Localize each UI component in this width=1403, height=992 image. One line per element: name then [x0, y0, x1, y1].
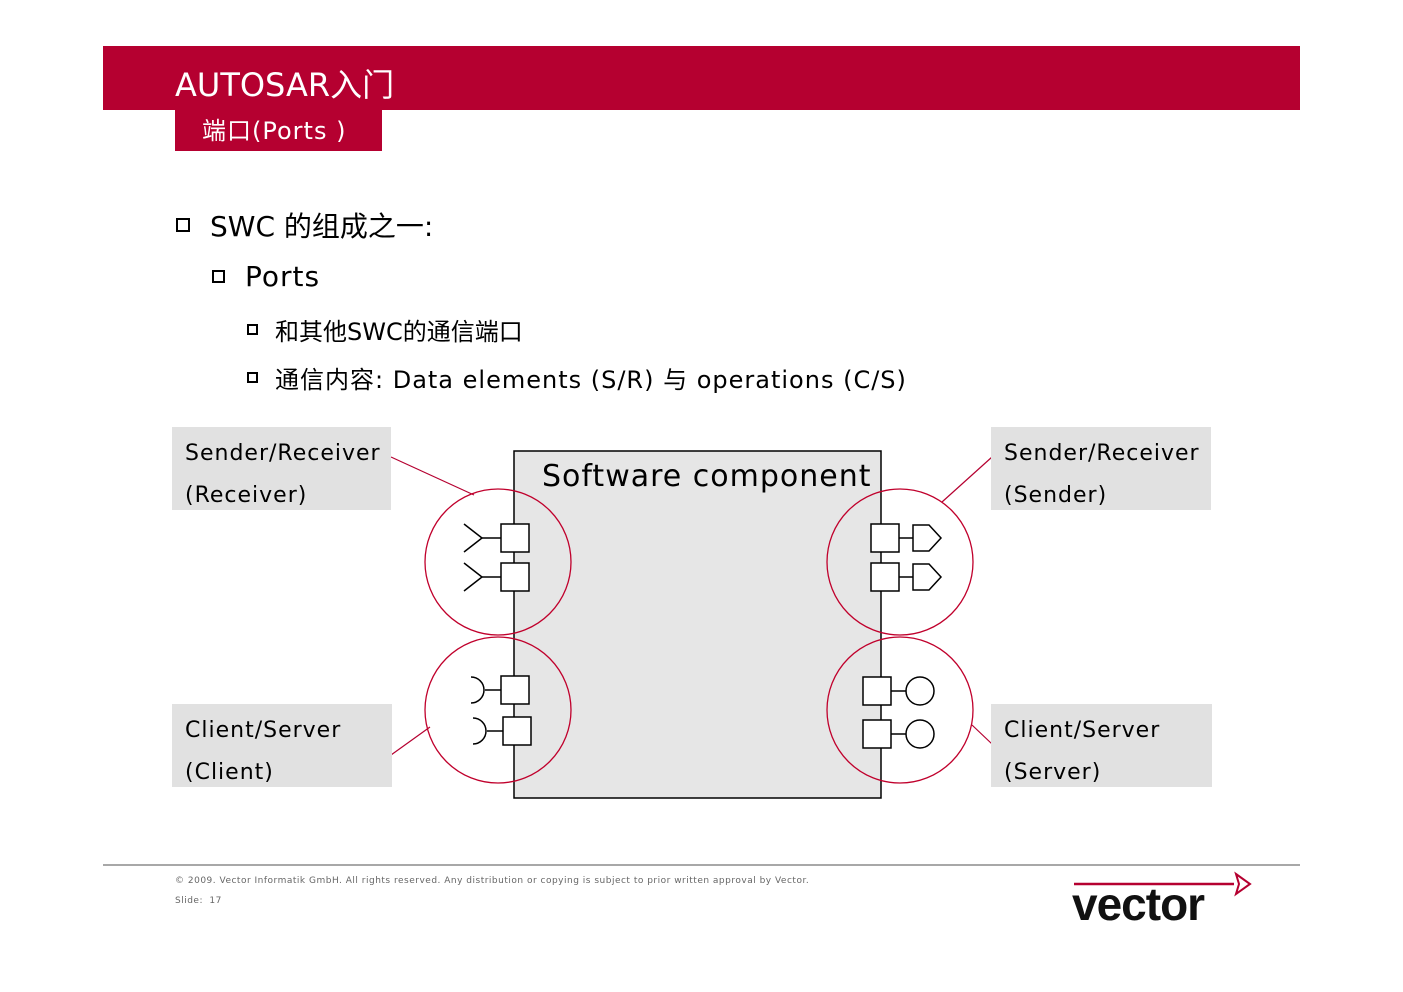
label-cs-client: Client/Server (Client) [172, 704, 392, 787]
label-line: (Receiver) [185, 483, 308, 508]
server-port-icon [862, 676, 935, 706]
slide-number: 17 [209, 896, 222, 906]
receiver-port-icon [463, 523, 530, 553]
logo-text: vector [1072, 878, 1205, 930]
connector-cs-client [390, 726, 431, 756]
label-line: Client/Server [1004, 718, 1161, 743]
connector-sr-receiver [390, 456, 475, 496]
label-sr-receiver: Sender/Receiver (Receiver) [172, 427, 391, 510]
bullet-level2: Ports [212, 260, 320, 293]
software-component-label: Software component [542, 459, 872, 494]
sender-port-icon [870, 523, 943, 553]
server-port-icon [862, 719, 935, 749]
connector-cs-server [971, 724, 993, 745]
bullet-square-icon [247, 324, 258, 335]
client-port-icon [472, 716, 532, 746]
subtitle-tab [175, 110, 382, 151]
highlight-circle-client [424, 636, 572, 784]
bullet-square-icon [212, 270, 225, 283]
label-line: Client/Server [185, 718, 342, 743]
bullet-level3-content: 通信内容: Data elements (S/R) 与 operations (… [247, 360, 907, 395]
bullet-text: SWC 的组成之一: [210, 210, 434, 243]
page-title: AUTOSAR入门 [175, 66, 395, 104]
label-line: (Sender) [1004, 483, 1108, 508]
highlight-circle-server [826, 636, 974, 784]
bullet-text: 和其他SWC的通信端口 [275, 318, 523, 346]
logo-arrow-icon [1074, 871, 1252, 897]
header-bar [103, 46, 1300, 110]
client-port-icon [470, 675, 530, 705]
vector-logo: vector [1070, 870, 1255, 930]
label-sr-sender: Sender/Receiver (Sender) [991, 427, 1211, 510]
label-line: (Client) [185, 760, 274, 785]
receiver-port-icon [463, 562, 530, 592]
bullet-text: 通信内容: Data elements (S/R) 与 operations (… [275, 366, 907, 394]
bullet-square-icon [247, 372, 258, 383]
connector-sr-sender [941, 456, 993, 503]
label-line: Sender/Receiver [185, 441, 381, 466]
footer-copyright: © 2009. Vector Informatik GmbH. All righ… [175, 876, 810, 886]
highlight-circle-sender [826, 488, 974, 636]
footer-slide-number: Slide: 17 [175, 896, 222, 906]
bullet-level1: SWC 的组成之一: [176, 205, 433, 245]
bullet-text: Ports [245, 260, 321, 293]
sender-port-icon [870, 562, 943, 592]
software-component-box [513, 450, 882, 799]
footer-divider [103, 864, 1300, 866]
label-line: (Server) [1004, 760, 1102, 785]
slide-label: Slide: [175, 896, 203, 906]
bullet-level3-communication: 和其他SWC的通信端口 [247, 312, 523, 347]
bullet-square-icon [176, 218, 190, 232]
highlight-circle-receiver [424, 488, 572, 636]
label-line: Sender/Receiver [1004, 441, 1200, 466]
label-cs-server: Client/Server (Server) [991, 704, 1212, 787]
page-subtitle: 端口(Ports ) [202, 117, 347, 145]
